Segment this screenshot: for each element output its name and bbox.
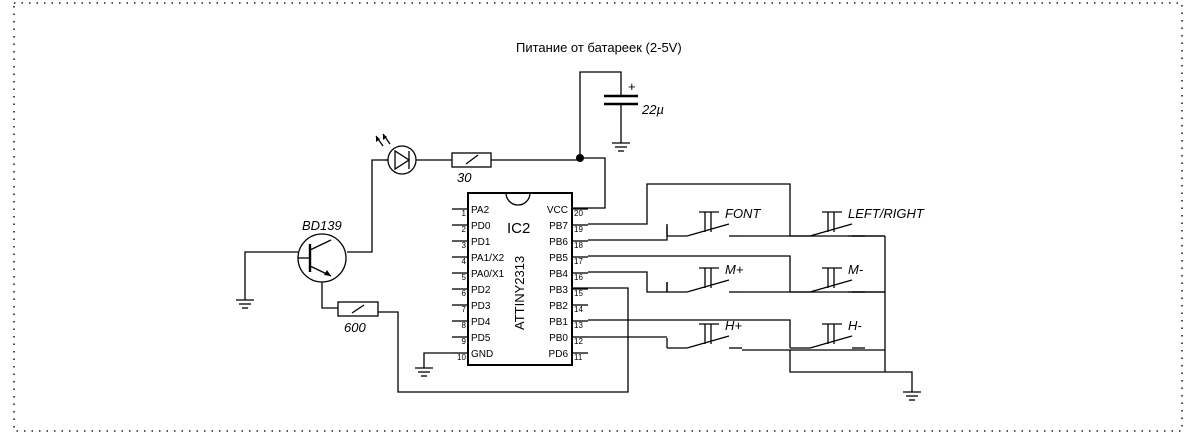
ic-pin-name: PD3 <box>471 301 491 312</box>
ic-pin-name: PB1 <box>549 317 568 328</box>
ic-pin-number: 9 <box>462 337 467 346</box>
ic-pin-number: 4 <box>462 257 467 266</box>
pushbutton-font: FONT <box>666 206 761 237</box>
ground-symbol-transistor <box>236 299 254 309</box>
ic-pin-name: PB2 <box>549 301 568 312</box>
pushbutton-m-: M+ <box>666 262 744 293</box>
led-resistor: 30 <box>451 152 492 185</box>
capacitor-polarity: + <box>628 79 636 94</box>
ic-pin-number: 3 <box>462 241 467 250</box>
ic-pin-number: 11 <box>574 353 583 362</box>
ic-pin-name: PB0 <box>549 333 568 344</box>
pushbutton-label: FONT <box>725 206 761 221</box>
ic-pin-number: 19 <box>574 225 583 234</box>
ic-pin-name: PA2 <box>471 205 490 216</box>
led-symbol <box>375 133 417 175</box>
transistor-bd139: BD139 <box>297 218 347 283</box>
ic-pin-name: PB3 <box>549 285 568 296</box>
ic-pin-name: VCC <box>547 205 568 216</box>
ic-pin-name: PB6 <box>549 237 568 248</box>
pushbutton-m-: M- <box>789 262 865 293</box>
ic-pin-name: PA0/X1 <box>471 269 505 280</box>
pushbutton-label: LEFT/RIGHT <box>848 206 925 221</box>
ic-pin-number: 8 <box>462 321 467 330</box>
ic-pin-number: 12 <box>574 337 583 346</box>
capacitor-value: 22µ <box>641 102 664 117</box>
ic-ref: IC2 <box>507 220 530 237</box>
ic-pin-number: 20 <box>574 209 583 218</box>
ic-pin-name: PB4 <box>549 269 568 280</box>
ic-pin-name: PD0 <box>471 221 491 232</box>
ic-pin-number: 10 <box>457 353 466 362</box>
ic-attiny2313: IC2 ATTINY2313 <box>467 192 573 366</box>
ic-pin-number: 2 <box>462 225 467 234</box>
ic-part: ATTINY2313 <box>512 256 527 330</box>
pushbutton-label: M+ <box>725 262 744 277</box>
pushbutton-h-: H+ <box>666 318 742 349</box>
pushbutton-label: H+ <box>725 318 742 333</box>
ic-pin-name: GND <box>471 349 493 360</box>
pushbutton-label: H- <box>848 318 862 333</box>
ic-pin-number: 1 <box>462 209 467 218</box>
ic-pin-name: PD5 <box>471 333 491 344</box>
ic-pin-name: PD2 <box>471 285 491 296</box>
transistor-label: BD139 <box>302 218 342 233</box>
ic-pin-number: 7 <box>462 305 467 314</box>
ic-pin-name: PB7 <box>549 221 568 232</box>
pushbutton-label: M- <box>848 262 864 277</box>
ic-pin-number: 15 <box>574 289 583 298</box>
led-resistor-value: 30 <box>457 170 472 185</box>
ground-symbol-ic <box>415 367 433 377</box>
ic-pin-number: 14 <box>574 305 583 314</box>
ic-pin-name: PB5 <box>549 253 568 264</box>
ic-pin-number: 5 <box>462 273 467 282</box>
ic-pin-name: PD4 <box>471 317 491 328</box>
ic-pin-number: 6 <box>462 289 467 298</box>
pushbutton-h-: H- <box>789 318 865 349</box>
base-resistor-value: 600 <box>344 320 366 335</box>
pushbutton-left-right: LEFT/RIGHT <box>789 206 925 237</box>
ic-pin-name: PD1 <box>471 237 491 248</box>
ic-pin-name: PD6 <box>549 349 569 360</box>
pushbuttons: FONT LEFT/RIGHT M+ M- H+ H- <box>666 206 925 349</box>
ic-pin-name: PA1/X2 <box>471 253 505 264</box>
ic-pin-number: 16 <box>574 273 583 282</box>
ic-pin-number: 18 <box>574 241 583 250</box>
ic-pin-number: 13 <box>574 321 583 330</box>
power-capacitor: + 22µ <box>579 71 664 158</box>
base-resistor: 600 <box>337 301 379 335</box>
ic-pin-number: 17 <box>574 257 583 266</box>
power-title: Питание от батареек (2-5V) <box>516 40 682 55</box>
ground-symbol-capacitor <box>612 142 630 152</box>
dotted-frame <box>13 2 1183 432</box>
ground-symbol-buttons <box>903 391 921 401</box>
